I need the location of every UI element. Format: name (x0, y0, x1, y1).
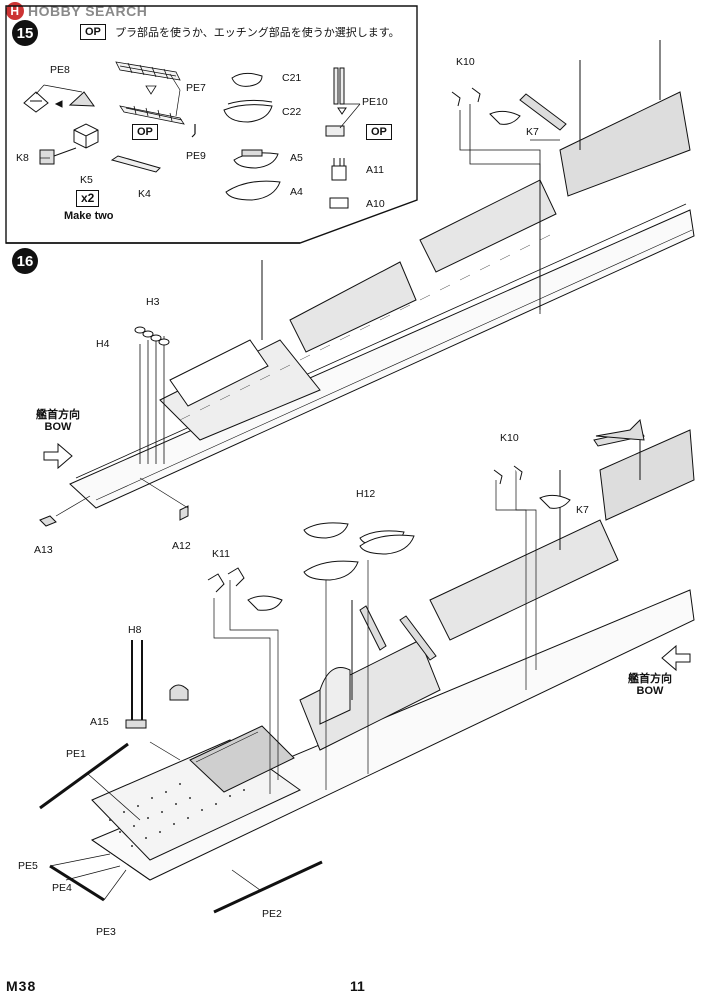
step15-leaders (35, 73, 361, 159)
lower-label-a15: A15 (90, 716, 109, 728)
upper-label-a13: A13 (34, 544, 53, 556)
upper-label-a12: A12 (172, 540, 191, 552)
upper-label-k7: K7 (526, 126, 539, 138)
label-c21: C21 (282, 72, 302, 84)
model-code: M38 (6, 978, 37, 994)
bow-left-jp: 艦首方向 (36, 408, 80, 421)
label-pe7: PE7 (186, 82, 206, 94)
step15-op-badge: OP (80, 24, 106, 40)
lower-label-pe5: PE5 (18, 860, 38, 872)
lower-ship-leaders (49, 470, 537, 901)
upper-ship-hull-drawing (69, 40, 695, 509)
c21-c22-boat-icons (223, 72, 273, 123)
label-a10: A10 (366, 198, 385, 210)
upper-ship-leaders (139, 104, 560, 464)
op-badge-pe10: OP (366, 124, 392, 140)
lower-label-h12: H12 (356, 488, 376, 500)
label-k8: K8 (16, 152, 29, 164)
bow-right-jp: 艦首方向 (628, 672, 672, 685)
upper-label-h4: H4 (96, 338, 110, 350)
label-pe8: PE8 (50, 64, 70, 76)
label-k4: K4 (138, 188, 151, 200)
pe7-lattice-icon (115, 61, 196, 138)
bow-left-arrow-icon (43, 442, 73, 470)
lower-ship-crane-icon (595, 418, 645, 441)
label-k5: K5 (80, 174, 93, 186)
bow-left-en: BOW (44, 421, 72, 433)
bow-right-label: 艦首方向 BOW (628, 672, 672, 698)
lower-label-k10: K10 (500, 432, 519, 444)
upper-label-h3: H3 (146, 296, 160, 308)
upper-label-k10: K10 (456, 56, 475, 68)
k11-parts-icon (207, 567, 283, 611)
lower-label-pe1: PE1 (66, 748, 86, 760)
lower-label-pe3: PE3 (96, 926, 116, 938)
label-a11: A11 (366, 164, 384, 176)
lower-label-pe4: PE4 (52, 882, 72, 894)
step16-number: 16 (12, 248, 38, 274)
bow-left-label: 艦首方向 BOW (36, 408, 80, 434)
label-a4: A4 (290, 186, 303, 198)
page-number: 11 (350, 978, 365, 994)
bow-right-arrow-icon (661, 644, 691, 672)
h3-h4-parts-icon (134, 326, 170, 346)
label-pe10: PE10 (362, 96, 388, 108)
label-a5: A5 (290, 152, 303, 164)
step15-frame (5, 5, 418, 244)
lower-ship-deck-dots (109, 783, 245, 847)
pe-railing-parts-icon (39, 742, 323, 914)
pe10-a11-a10-davit-icons (325, 67, 349, 209)
lower-k10-k7-parts-icon (493, 465, 571, 509)
watermark-text: HOBBY SEARCH (28, 3, 148, 19)
upper-k10-k7-parts-icon (451, 87, 521, 125)
lower-label-pe2: PE2 (262, 908, 282, 920)
step15-note: プラ部品を使うか、エッチング部品を使うか選択します。 (115, 26, 400, 39)
k4-part-icon (110, 155, 161, 173)
lower-label-h8: H8 (128, 624, 142, 636)
lower-ship-hull-drawing (90, 420, 695, 881)
op-badge-pe7: OP (132, 124, 158, 140)
label-c22: C22 (282, 106, 302, 118)
lower-label-k7: K7 (576, 504, 589, 516)
a13-a12-parts-icon (39, 477, 189, 527)
h12-boats-icon (303, 522, 415, 581)
a5-a4-boat-icons (225, 149, 281, 201)
make-two-label: Make two (64, 210, 114, 222)
h8-a15-parts-icon (125, 640, 189, 729)
lower-label-k11: K11 (212, 548, 230, 560)
bow-right-en: BOW (636, 685, 664, 697)
k5-part-icon (39, 123, 99, 165)
label-pe9: PE9 (186, 150, 206, 162)
pe8-part-icon (23, 91, 96, 113)
upper-ship-detail-hatching (179, 234, 551, 421)
step15-number: 15 (12, 20, 38, 46)
multiplier-badge: x2 (76, 190, 100, 207)
